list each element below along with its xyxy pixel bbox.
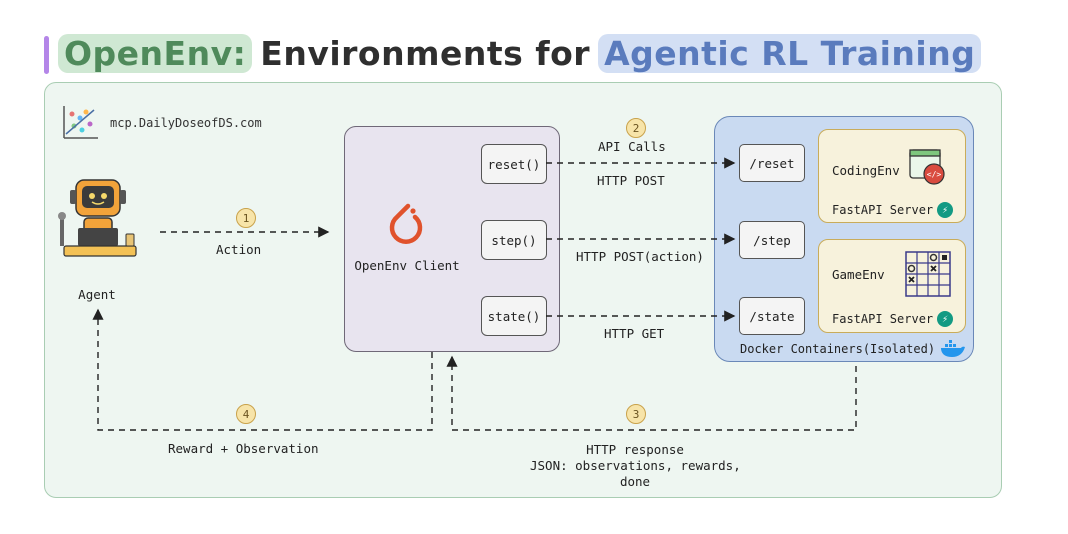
fastapi-bolt-icon: ⚡ (937, 202, 954, 218)
game-env-server-label: FastAPI Server (832, 312, 934, 326)
game-env-server: FastAPI Server ⚡ (832, 311, 954, 327)
reward-observation-label: Reward + Observation (168, 441, 319, 456)
title-part-environments: Environments for (260, 33, 591, 73)
reward-arrow (92, 308, 433, 431)
step-4-badge: 4 (236, 404, 256, 424)
state-endpoint: /state (739, 297, 805, 335)
coding-env-name: CodingEnv (832, 163, 900, 178)
step-method: step() (481, 220, 547, 260)
step-2-badge: 2 (626, 118, 646, 138)
agent-label: Agent (78, 287, 116, 302)
state-method: state() (481, 296, 547, 336)
brand-url: mcp.DailyDoseofDS.com (110, 116, 262, 130)
http-get-label: HTTP GET (604, 326, 665, 341)
page-title: OpenEnv: Environments for Agentic RL Tra… (58, 28, 982, 78)
title-accent-bar (44, 36, 49, 74)
openenv-client-label: OpenEnv Client (354, 258, 460, 273)
brand: mcp.DailyDoseofDS.com (60, 104, 262, 142)
coding-env-server-label: FastAPI Server (832, 203, 934, 217)
docker-whale-icon (941, 340, 966, 357)
done-label: done (619, 474, 651, 489)
http-post-label: HTTP POST (597, 173, 665, 188)
robot-agent-icon (58, 179, 137, 257)
docker-label: Docker Containers(Isolated) (740, 340, 967, 358)
tic-tac-toe-grid-icon (905, 251, 951, 297)
fastapi-bolt-icon: ⚡ (937, 311, 954, 327)
step-3-badge: 3 (626, 404, 646, 424)
http-post-action-label: HTTP POST(action) (576, 249, 704, 264)
pytorch-logo-icon (389, 203, 423, 244)
scatter-logo-icon (63, 106, 98, 139)
title-part-agentic: Agentic RL Training (598, 33, 982, 73)
http-response-label: HTTP response (586, 442, 684, 457)
json-response-label: JSON: observations, rewards, (530, 458, 741, 473)
step-endpoint: /step (739, 221, 805, 259)
title-part-openenv: OpenEnv: (58, 33, 253, 73)
step-1-badge: 1 (236, 208, 256, 228)
svg-text:</>: </> (927, 170, 942, 179)
action-label: Action (216, 242, 262, 257)
response-arrow (446, 355, 857, 431)
code-window-icon: </> (909, 149, 945, 185)
api-calls-label: API Calls (598, 139, 666, 154)
reset-endpoint: /reset (739, 144, 805, 182)
game-env-name: GameEnv (832, 267, 885, 282)
coding-env-server: FastAPI Server ⚡ (832, 202, 954, 218)
docker-label-text: Docker Containers(Isolated) (740, 342, 936, 356)
reset-method: reset() (481, 144, 547, 184)
